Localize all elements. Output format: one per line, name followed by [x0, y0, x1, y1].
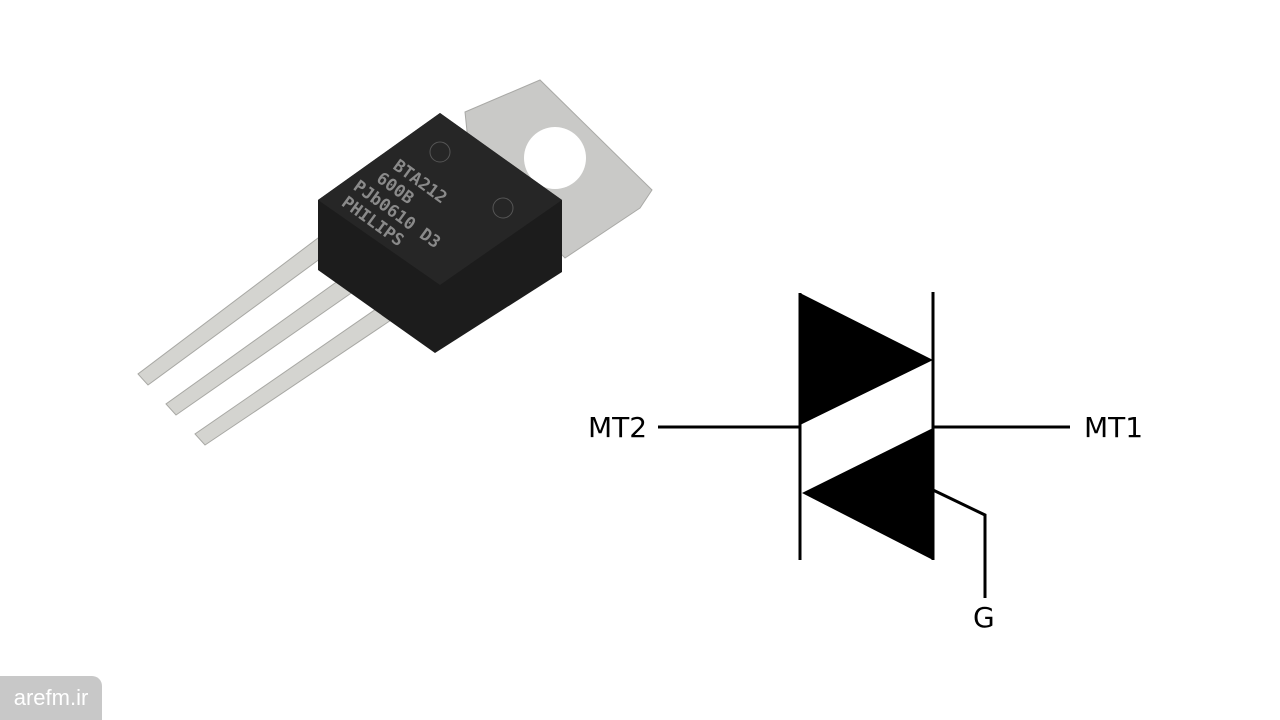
- watermark: arefm.ir: [0, 676, 102, 720]
- forward-triangle: [800, 293, 933, 425]
- package-body: [318, 113, 562, 353]
- gate-label: G: [973, 601, 995, 634]
- mt1-label: MT1: [1084, 411, 1143, 444]
- triac-photo: BTA212 600B PJb0610 D3 PHILIPS: [137, 79, 653, 446]
- reverse-triangle: [802, 428, 933, 560]
- gate-lead: [932, 488, 987, 598]
- mt2-label: MT2: [588, 411, 647, 444]
- metal-tab: [464, 79, 653, 259]
- leads: [137, 237, 407, 446]
- triac-symbol: [658, 292, 1070, 598]
